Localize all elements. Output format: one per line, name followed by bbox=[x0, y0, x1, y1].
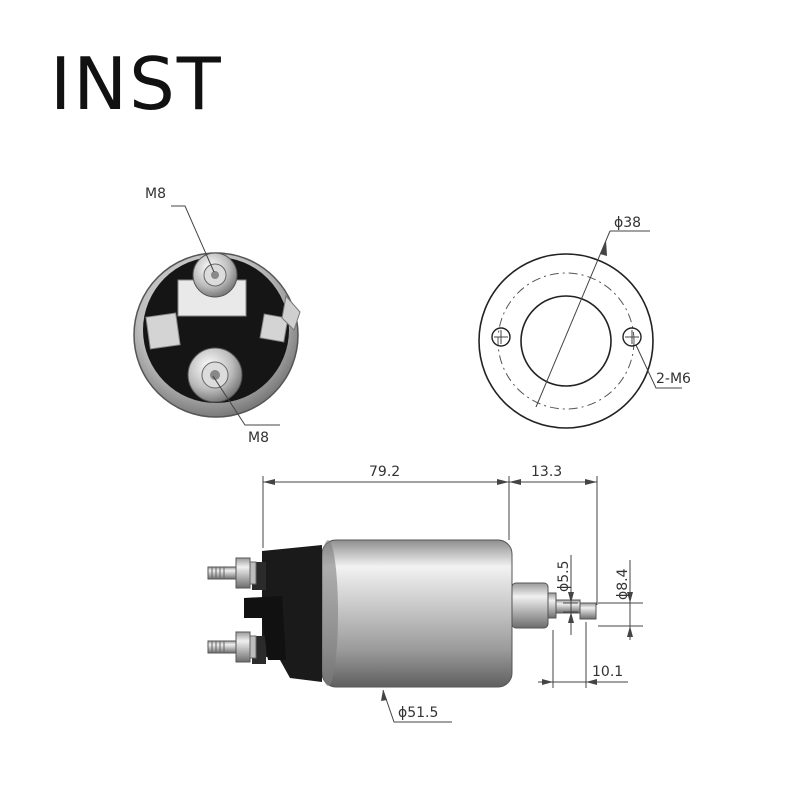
label-plunger-tip-dia: ϕ5.5 bbox=[556, 561, 572, 593]
bottom-stud-nut bbox=[235, 631, 251, 663]
flange-outer-circle bbox=[478, 253, 654, 429]
leader-51-5 bbox=[382, 689, 452, 723]
terminal-bracket-side bbox=[244, 596, 286, 660]
label-bolt-circle: ϕ38 bbox=[614, 215, 641, 231]
solenoid-body bbox=[321, 539, 513, 688]
diameter-line-38 bbox=[535, 230, 611, 408]
label-plunger-length: 13.3 bbox=[531, 464, 562, 480]
mount-hole-left bbox=[491, 327, 511, 347]
end-view: M8 M8 bbox=[133, 186, 301, 446]
plunger-tip bbox=[579, 602, 597, 620]
side-clip bbox=[281, 294, 301, 331]
label-plunger-dia: ϕ8.4 bbox=[615, 568, 631, 600]
side-view: 79.2 13.3 ϕ5.5 ϕ8.4 10.1 ϕ51.5 bbox=[207, 464, 643, 723]
mount-hole-right bbox=[622, 327, 642, 347]
brand-title: INST bbox=[50, 42, 223, 126]
label-body-length: 79.2 bbox=[369, 464, 400, 480]
label-mount-holes: 2-M6 bbox=[656, 371, 691, 387]
plunger bbox=[555, 599, 581, 614]
bolt-circle bbox=[497, 272, 635, 410]
leader-m8-top bbox=[171, 205, 215, 273]
label-m8-bottom: M8 bbox=[248, 430, 269, 446]
flange-inner-circle bbox=[520, 295, 612, 387]
label-plunger-step: 10.1 bbox=[592, 664, 623, 680]
top-stud-nut bbox=[235, 557, 251, 589]
leader-2m6 bbox=[635, 344, 682, 389]
label-body-dia: ϕ51.5 bbox=[398, 705, 438, 721]
flange-view: ϕ38 2-M6 bbox=[478, 215, 691, 429]
switch-tab-left bbox=[145, 312, 181, 350]
switch-tab-right bbox=[259, 313, 289, 343]
leader-m8-bottom bbox=[212, 375, 280, 426]
label-m8-top: M8 bbox=[145, 186, 166, 202]
plunger-housing bbox=[511, 582, 549, 629]
